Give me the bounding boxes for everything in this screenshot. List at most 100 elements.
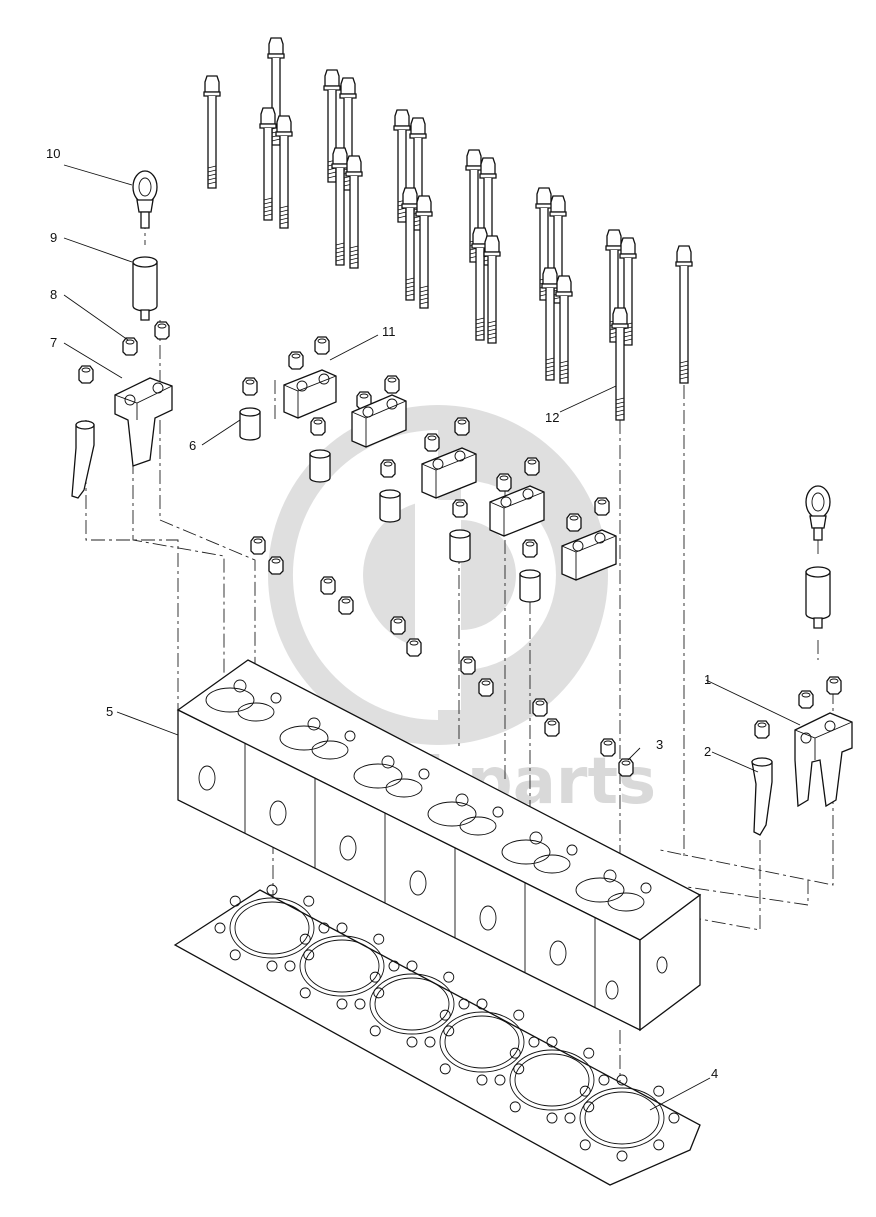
cylinder-bore [229,897,315,959]
clamp-bridges [283,369,617,581]
injector-bracket-right [751,757,773,836]
gasket-hole [458,998,470,1010]
bolt-bore [529,831,543,845]
nut [78,365,94,384]
gasket-hole [443,1025,455,1037]
nut [454,417,470,436]
bore-ring [234,901,310,955]
nut [532,698,548,717]
bolt-bore [566,844,578,856]
lifting-eye-right [805,485,831,541]
nut [320,576,336,595]
spacer-left [132,256,158,321]
callout-11: 11 [382,324,396,339]
gasket-hole [373,933,385,945]
rocker-support-right [794,712,853,808]
valve-pocket [237,702,275,722]
valve-pocket [607,892,645,912]
nut [310,417,326,436]
gasket-hole [476,998,488,1010]
bolt-bore [603,869,617,883]
nut [154,321,170,340]
head-bolt [675,245,693,384]
callout-4: 4 [711,1066,718,1081]
bore-ring [374,977,450,1031]
valve-pocket [279,725,329,751]
gasket-hole [494,1074,506,1086]
gasket-hole [513,1063,525,1075]
gasket-hole [284,960,296,972]
valve-pocket [311,740,349,760]
callout-9: 9 [50,230,57,245]
callout-6: 6 [189,438,196,453]
gasket-hole [653,1139,665,1151]
nut [406,638,422,657]
gasket-hole [336,998,348,1010]
head-bolts-group [203,37,693,421]
bore-ring [584,1091,660,1145]
gasket-hole [424,1036,436,1048]
head-bolt [555,275,573,384]
nut [314,336,330,355]
cylinder-bore [369,973,455,1035]
bore-ring [444,1015,520,1069]
valve-pocket [501,839,551,865]
nut [544,718,560,737]
nuts-group [78,321,842,777]
gasket-hole [439,1009,451,1021]
gasket-hole [583,1101,595,1113]
cylinder-bore [439,1011,525,1073]
nut [460,656,476,675]
gasket-hole [616,1074,628,1086]
gasket-hole [336,922,348,934]
gasket-hole [509,1101,521,1113]
gasket-hole [388,960,400,972]
nut [424,433,440,452]
head-bolt [203,75,221,189]
injector-clamp-left [71,420,95,499]
gasket-hole [373,987,385,999]
gasket-hole [509,1047,521,1059]
head-bolt [275,115,293,229]
nut [338,596,354,615]
gasket-hole [229,949,241,961]
head-bolt [611,307,629,421]
nut [242,377,258,396]
gasket-hole [546,1112,558,1124]
gasket-hole [528,1036,540,1048]
gasket-hole [406,960,418,972]
callout-5: 5 [106,704,113,719]
bore-ring [514,1053,590,1107]
spacer-sleeves [239,407,541,603]
cylinder-bore [579,1087,665,1149]
head-bolt [331,147,349,266]
callout-1: 1 [704,672,711,687]
gasket-hole [214,922,226,934]
gasket-hole [513,1009,525,1021]
callout-12: 12 [545,410,559,425]
gasket-hole [476,1074,488,1086]
nut [288,351,304,370]
bolt-bore [418,768,430,780]
gasket-hole [616,1150,628,1162]
bolt-bore [640,882,652,894]
cylinder-bore [509,1049,595,1111]
head-bolt [259,107,277,221]
nut [496,473,512,492]
bolt-bore [344,730,356,742]
callout-8: 8 [50,287,57,302]
bolt-bore [307,717,321,731]
head-bolt [401,187,419,301]
nut [566,513,582,532]
gasket-hole [564,1112,576,1124]
gasket-hole [439,1063,451,1075]
gasket-hole [369,971,381,983]
nut [826,676,842,695]
bolt-bore [455,793,469,807]
gasket-hole [229,895,241,907]
gasket-hole [406,1036,418,1048]
nut [754,720,770,739]
head-bolt [483,235,501,344]
valve-pocket [533,854,571,874]
